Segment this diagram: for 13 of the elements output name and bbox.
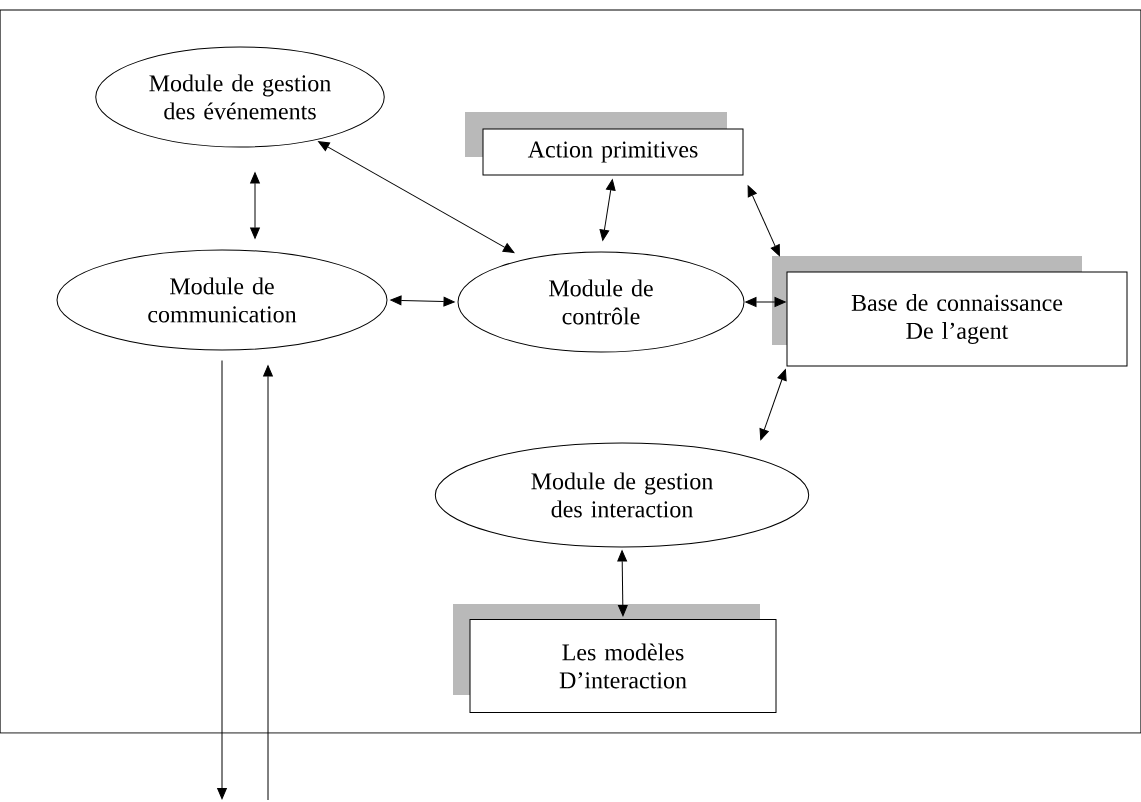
- arrow: [617, 550, 628, 617]
- arrow: [759, 369, 787, 441]
- arrow: [250, 172, 260, 239]
- arrow: [747, 185, 780, 257]
- arrow: [217, 360, 227, 800]
- arrow: [318, 141, 515, 253]
- shadowed-box: Les modèles D’interaction: [453, 604, 777, 713]
- shadowed-box: Action primitives: [465, 112, 744, 176]
- shadowed-box: Base de connaissance De l’agent: [772, 256, 1128, 367]
- arrow: [390, 295, 455, 307]
- arrow: [263, 365, 273, 801]
- arrow: [745, 297, 786, 307]
- arrow: [599, 179, 616, 241]
